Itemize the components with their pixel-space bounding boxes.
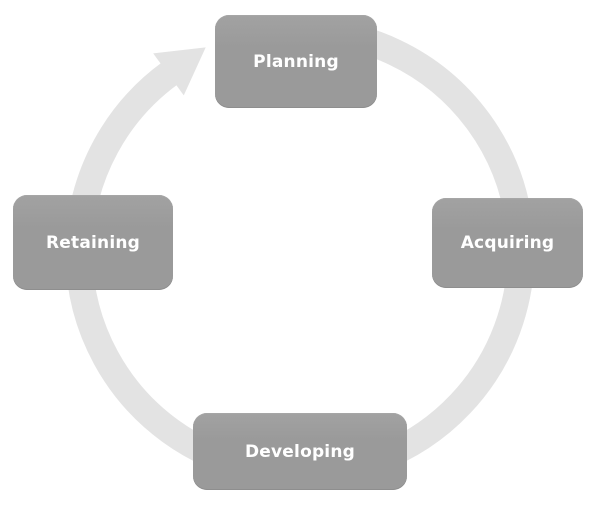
stage-retaining-label: Retaining	[45, 232, 141, 253]
stage-developing-label: Developing	[244, 441, 356, 462]
stage-acquiring-label: Acquiring	[460, 233, 555, 253]
stage-planning-label: Planning	[253, 51, 339, 72]
arrowhead-icon	[153, 47, 206, 96]
stage-developing: Developing	[193, 413, 407, 490]
stage-acquiring: Acquiring	[432, 198, 583, 288]
stage-planning: Planning	[215, 15, 377, 108]
stage-retaining: Retaining	[13, 195, 173, 290]
